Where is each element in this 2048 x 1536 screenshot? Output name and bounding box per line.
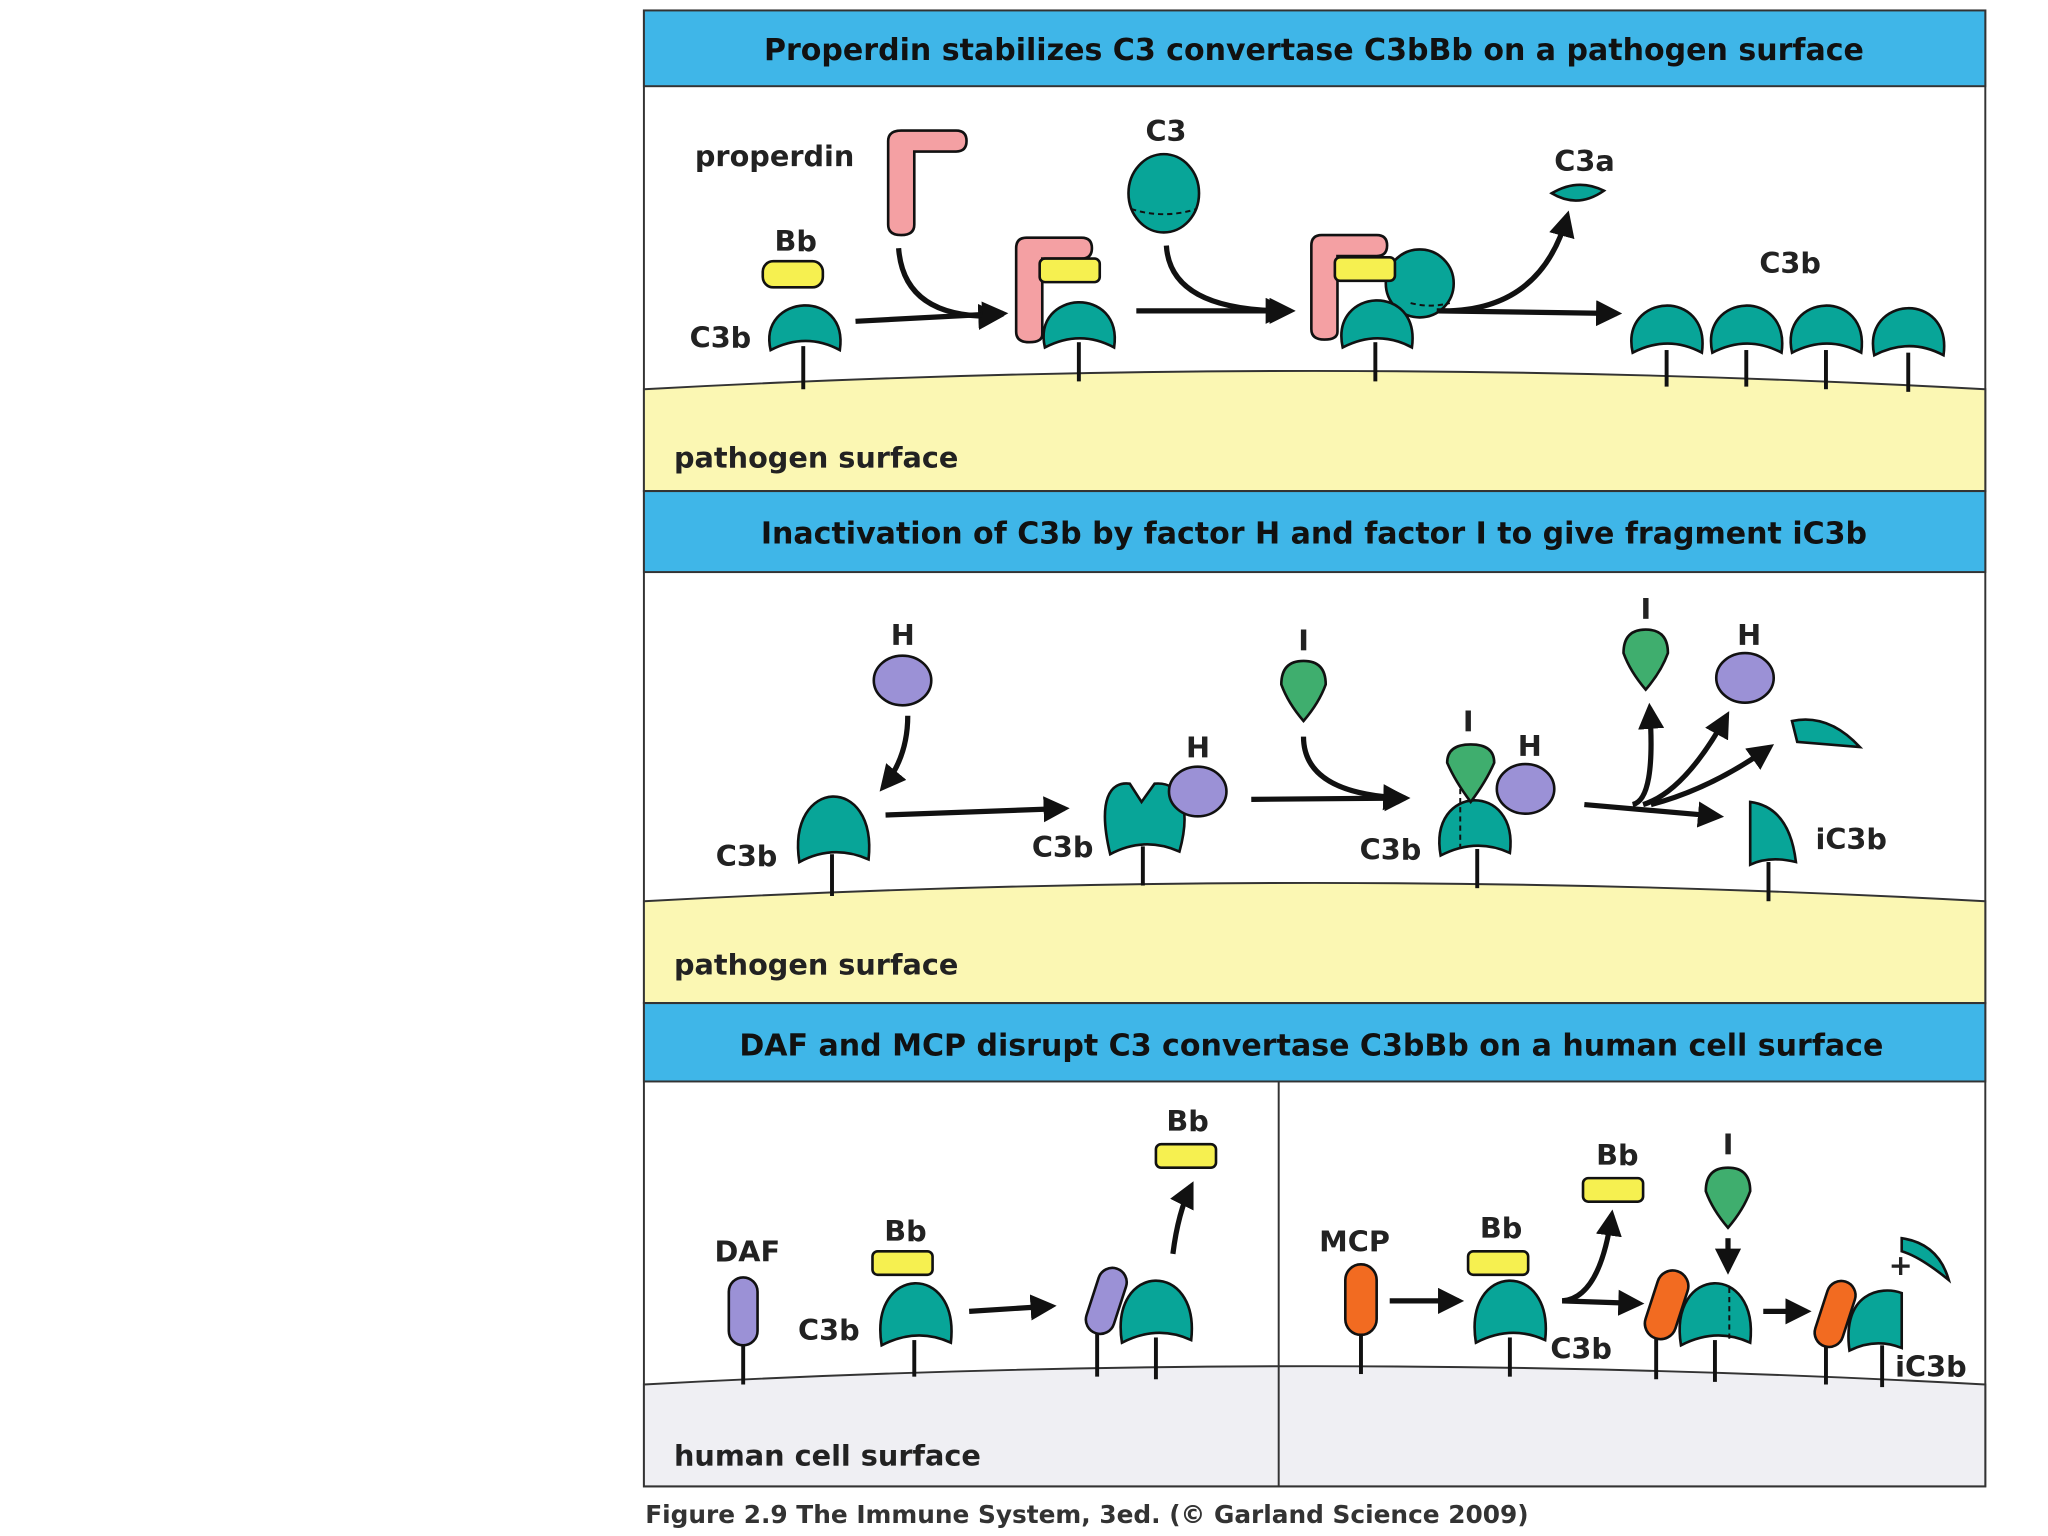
label-i1: I [1298, 623, 1309, 657]
label-bb2: Bb [1166, 1104, 1208, 1138]
label-properdin: properdin [695, 139, 855, 173]
panel1-surface-label: pathogen surface [674, 441, 958, 475]
c3-protein [1127, 152, 1201, 234]
label-mcp: MCP [1319, 1224, 1390, 1258]
panel1-pathogen-surface [642, 369, 1987, 493]
label-c3b-right: C3b [1759, 246, 1821, 280]
label-i-mcp: I [1723, 1128, 1734, 1162]
factor-i-mcp [1704, 1166, 1752, 1230]
deposited-c3b-group [1630, 304, 1946, 392]
label-bb3: Bb [1480, 1211, 1522, 1245]
c3b-h-i-complex [1438, 743, 1556, 889]
bb-fragment [761, 259, 825, 289]
panel3-human-surface [642, 1365, 1987, 1488]
arrow-mcp-step2 [1562, 1289, 1645, 1316]
properdin-protein [886, 129, 968, 237]
c3f-fragment [1790, 718, 1864, 749]
c3-cleavage-complex [1310, 233, 1456, 382]
label-i3: I [1640, 592, 1651, 626]
panel-properdin: Properdin stabilizes C3 convertase C3bBb… [642, 9, 1987, 493]
c3a-fragment [1549, 183, 1607, 202]
c3bbb-human-1 [871, 1249, 953, 1377]
label-c3b2: C3b [1550, 1331, 1612, 1365]
figure-caption: Figure 2.9 The Immune System, 3ed. (© Ga… [645, 1500, 1528, 1529]
mcp-ic3b-complex [1813, 1279, 1904, 1388]
panel3-surface-label: human cell surface [674, 1438, 981, 1472]
label-bb4: Bb [1596, 1138, 1638, 1172]
arrow-p2-step2 [1251, 785, 1411, 812]
daf-c3b-complex [1084, 1266, 1194, 1380]
arrow-bb-release-1 [1170, 1181, 1194, 1255]
label-c3a: C3a [1554, 144, 1614, 178]
label-bb1: Bb [884, 1214, 926, 1248]
panel-factor-h-i: Inactivation of C3b by factor H and fact… [642, 490, 1987, 1005]
factor-h-released [1714, 651, 1776, 704]
bb-released-1 [1154, 1142, 1218, 1169]
ic3b-fragment [1748, 800, 1798, 902]
label-c3b1: C3b [798, 1313, 860, 1347]
arrow-step1 [855, 301, 1009, 328]
c3b-initial [796, 795, 871, 896]
bb-released-2 [1581, 1176, 1645, 1203]
label-h1: H [891, 618, 915, 652]
c3bbb-human-2 [1466, 1249, 1548, 1377]
properdin-c3bbb-complex [1014, 236, 1116, 382]
c3b-h-complex [1103, 765, 1228, 886]
daf-protein [727, 1276, 759, 1385]
factor-i-free [1279, 659, 1328, 723]
mcp-protein [1344, 1263, 1378, 1375]
label-ic3b-human: iC3b [1895, 1350, 1966, 1384]
arrow-h-binds [879, 715, 911, 792]
panel1-banner [642, 9, 1987, 88]
label-c3b-3: C3b [1360, 832, 1422, 866]
panel2-surface-label: pathogen surface [674, 947, 958, 981]
panel2-pathogen-surface [642, 881, 1987, 1005]
panel3-title: DAF and MCP disrupt C3 convertase C3bBb … [739, 1028, 1883, 1063]
label-h3: H [1518, 729, 1542, 763]
label-c3b-2: C3b [1032, 830, 1094, 864]
label-c3: C3 [1145, 114, 1186, 148]
panel-daf-mcp: DAF and MCP disrupt C3 convertase C3bBb … [642, 1002, 1987, 1488]
c3b-bb-complex [761, 259, 842, 390]
label-h2: H [1186, 731, 1210, 765]
release-arrows [1584, 702, 1775, 828]
label-plus: + [1889, 1248, 1913, 1282]
label-c3b-1: C3b [716, 839, 778, 873]
label-c3b-left: C3b [690, 320, 752, 354]
c3f-fragment-human [1900, 1236, 1952, 1284]
panel2-banner [642, 490, 1987, 574]
label-h4: H [1737, 618, 1761, 652]
panel2-title: Inactivation of C3b by factor H and fact… [761, 516, 1867, 551]
factor-h-free [872, 654, 933, 707]
arrow-step3 [1436, 300, 1623, 327]
label-bb: Bb [775, 224, 817, 258]
panel3-banner [642, 1002, 1987, 1083]
factor-i-released [1622, 628, 1670, 692]
label-daf: DAF [714, 1235, 780, 1269]
arrow-p2-step1 [885, 796, 1070, 823]
panel1-title: Properdin stabilizes C3 convertase C3bBb… [764, 33, 1864, 68]
mcp-c3b-complex [1643, 1269, 1753, 1382]
label-ic3b: iC3b [1816, 822, 1887, 856]
arrow-daf-step [968, 1294, 1057, 1321]
label-i2: I [1463, 704, 1474, 738]
